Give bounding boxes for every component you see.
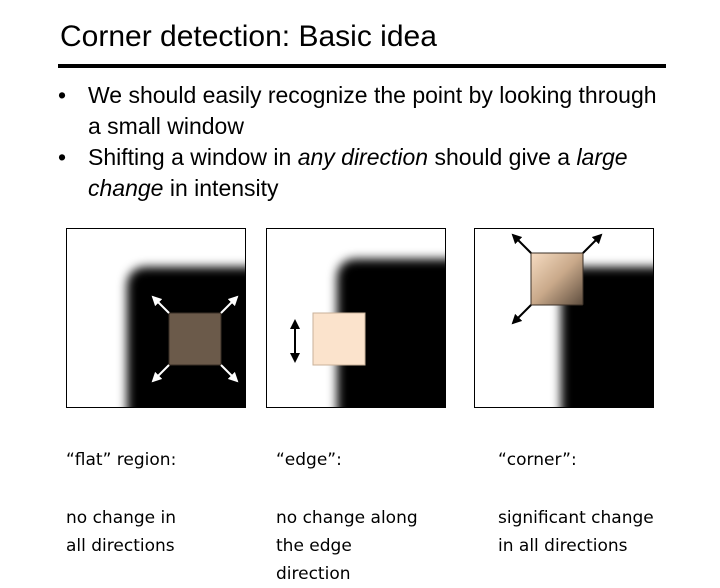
edge-caption: “edge”: no change along the edge directi… xyxy=(276,418,418,588)
flat-caption: “flat” region: no change in all directio… xyxy=(66,418,176,560)
caption-heading: “edge”: xyxy=(276,446,418,474)
bullet-text: should give a xyxy=(428,144,576,170)
bullet-text: in intensity xyxy=(163,175,278,201)
flat-region-graphic xyxy=(67,229,246,408)
caption-heading: “flat” region: xyxy=(66,446,176,474)
title-underline xyxy=(58,64,666,68)
bullet-item: We should easily recognize the point by … xyxy=(58,80,658,142)
bullet-text: Shifting a window in xyxy=(88,144,298,170)
bullet-item: Shifting a window in any direction shoul… xyxy=(58,142,658,204)
bullet-list: We should easily recognize the point by … xyxy=(58,80,658,204)
bullet-text: We should easily recognize the point by … xyxy=(88,82,657,139)
window-square xyxy=(531,253,583,305)
caption-text: no change along the edge direction xyxy=(276,508,418,584)
caption-text: no change in all directions xyxy=(66,508,176,556)
edge-graphic xyxy=(267,229,446,408)
edge-illustration xyxy=(266,228,446,408)
flat-region-illustration xyxy=(66,228,246,408)
corner-illustration xyxy=(474,228,654,408)
corner-graphic xyxy=(475,229,654,408)
corner-caption: “corner”: significant change in all dire… xyxy=(498,418,654,560)
window-square xyxy=(169,313,221,365)
slide-title: Corner detection: Basic idea xyxy=(60,20,437,54)
caption-text: significant change in all directions xyxy=(498,508,654,556)
bullet-emphasis: any direction xyxy=(298,144,428,170)
caption-heading: “corner”: xyxy=(498,446,654,474)
window-square xyxy=(313,313,365,365)
